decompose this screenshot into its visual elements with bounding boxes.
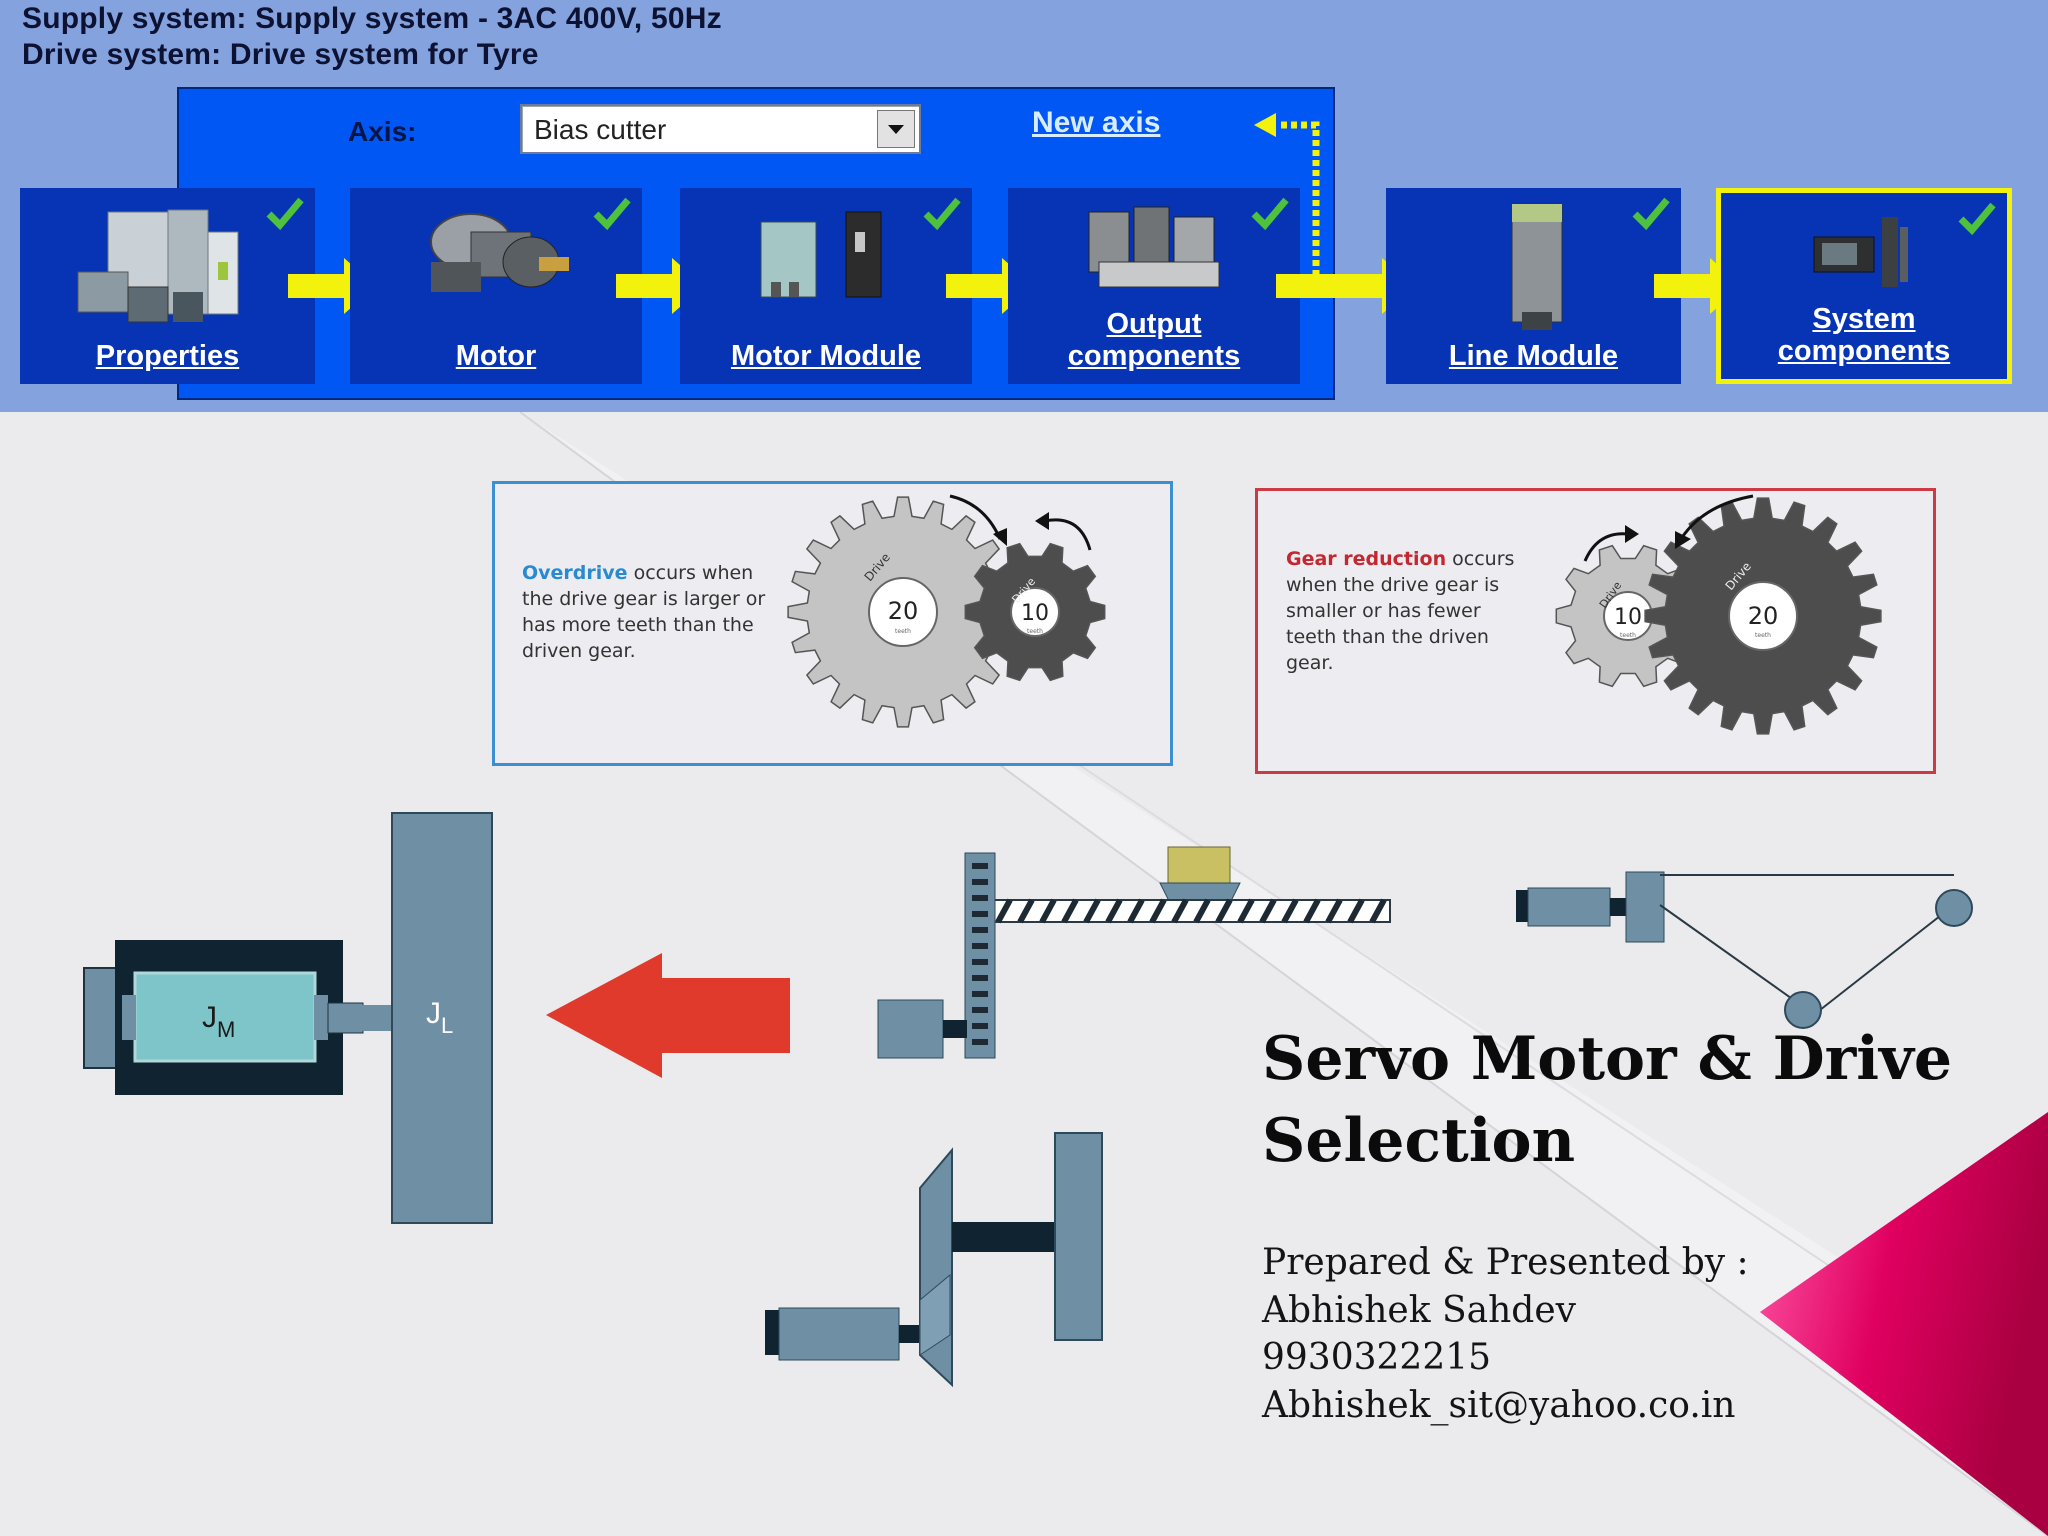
new-axis-link[interactable]: New axis	[1032, 106, 1161, 139]
chevron-down-icon	[888, 125, 904, 134]
step-label: Properties	[95, 340, 240, 372]
gear-count: 10	[1021, 601, 1049, 626]
check-icon	[923, 197, 961, 231]
red-arrow-icon	[546, 953, 790, 1078]
text-line: gear.	[1286, 652, 1334, 674]
drive-system-text: Drive system: Drive system for Tyre	[22, 38, 539, 71]
gear-reduction-card: Gear reduction occurs when the drive gea…	[1255, 488, 1936, 774]
step-output-components[interactable]: Output components	[1008, 188, 1300, 384]
text-line: when the drive gear is	[1286, 574, 1500, 596]
step-label: Output components	[1008, 308, 1300, 372]
check-icon	[1958, 202, 1996, 236]
rotation-arrow	[1583, 532, 1629, 562]
axis-label: Axis:	[348, 116, 417, 147]
step-label-line: components	[1067, 340, 1241, 372]
bevel-gear-diagram	[765, 1132, 1103, 1388]
gear-count: 20	[1748, 602, 1779, 630]
reduction-keyword: Gear reduction	[1286, 548, 1447, 570]
presenter-phone: 9930322215	[1262, 1337, 1492, 1378]
axis-select-value: Bias cutter	[534, 114, 667, 145]
output-components-icon	[1088, 206, 1220, 288]
large-gear-icon	[787, 496, 1019, 728]
presenter-email: Abhishek_sit@yahoo.co.in	[1262, 1385, 1736, 1426]
step-label: Motor	[455, 340, 537, 372]
gear-hub	[868, 577, 938, 647]
step-line-module[interactable]: Line Module	[1386, 188, 1681, 384]
presenter-name: Abhishek Sahdev	[1262, 1290, 1576, 1331]
check-icon	[1632, 197, 1670, 231]
text-line: the drive gear is larger or	[522, 588, 766, 610]
title-line: Selection	[1262, 1106, 1576, 1176]
magenta-triangle	[1760, 1112, 2048, 1536]
axis-select[interactable]: Bias cutter	[520, 104, 921, 154]
overdrive-text: Overdrive occurs when the drive gear is …	[522, 560, 765, 664]
step-system-components[interactable]: System components	[1716, 188, 2012, 384]
gear-hub	[1010, 587, 1060, 637]
large-gear-icon	[1644, 497, 1882, 735]
step-label-line: Output	[1106, 308, 1202, 340]
system-components-icon	[1813, 217, 1908, 287]
supply-system-text: Supply system: Supply system - 3AC 400V,…	[22, 2, 722, 35]
step-label-line: System	[1812, 303, 1916, 335]
title-line: Servo Motor & Drive	[1262, 1024, 1953, 1094]
check-icon	[266, 197, 304, 231]
text-line: occurs	[1446, 548, 1515, 570]
motor-icon	[430, 213, 569, 292]
reduction-text: Gear reduction occurs when the drive gea…	[1286, 546, 1514, 676]
rotation-arrow	[1679, 494, 1754, 540]
step-motor[interactable]: Motor	[350, 188, 642, 384]
rotation-arrow	[1044, 518, 1092, 551]
gear-unit: teeth	[895, 628, 911, 635]
text-line: has more teeth than the	[522, 614, 754, 636]
gear-hub	[1728, 581, 1798, 651]
gear-unit: teeth	[1755, 632, 1771, 639]
step-label-line: components	[1777, 335, 1951, 367]
step-label: Motor Module	[730, 340, 922, 372]
cabinet-icon	[77, 209, 238, 323]
text-line: smaller or has fewer	[1286, 600, 1481, 622]
dropdown-button[interactable]	[877, 110, 915, 148]
step-label: Line Module	[1448, 340, 1619, 372]
check-icon	[1251, 197, 1289, 231]
gear-count: 20	[888, 597, 919, 625]
belt-drive-diagram	[1516, 871, 1973, 1029]
step-properties[interactable]: Properties	[20, 188, 315, 384]
step-motor-module[interactable]: Motor Module	[680, 188, 972, 384]
line-module-icon	[1511, 203, 1562, 330]
rack-pinion-diagram	[877, 846, 1391, 1059]
load-inertia-label: JL	[426, 997, 453, 1038]
overdrive-keyword: Overdrive	[522, 562, 628, 584]
configurator-band: Supply system: Supply system - 3AC 400V,…	[0, 0, 2048, 412]
gear-count: 10	[1614, 605, 1642, 630]
return-arrow-icon	[1254, 113, 1320, 276]
prepared-by-text: Prepared & Presented by :	[1262, 1242, 1749, 1283]
small-gear-icon	[964, 542, 1106, 682]
text-line: teeth than the driven	[1286, 626, 1489, 648]
screw-thread	[995, 898, 1387, 924]
motor-inertia-label: JM	[202, 1001, 235, 1042]
presentation-title: Servo Motor & Drive Selection	[1262, 1018, 1952, 1182]
text-line: driven gear.	[522, 640, 636, 662]
step-label: System components	[1721, 303, 2007, 367]
motor-module-icon	[760, 211, 882, 298]
overdrive-card: Overdrive occurs when the drive gear is …	[492, 481, 1173, 766]
text-line: occurs when	[627, 562, 754, 584]
check-icon	[593, 197, 631, 231]
gear-unit: teeth	[1620, 632, 1636, 639]
flow-arrow-icon	[1276, 258, 1414, 314]
inertia-diagram: JM JL	[83, 812, 790, 1224]
gear-unit: teeth	[1027, 628, 1043, 635]
